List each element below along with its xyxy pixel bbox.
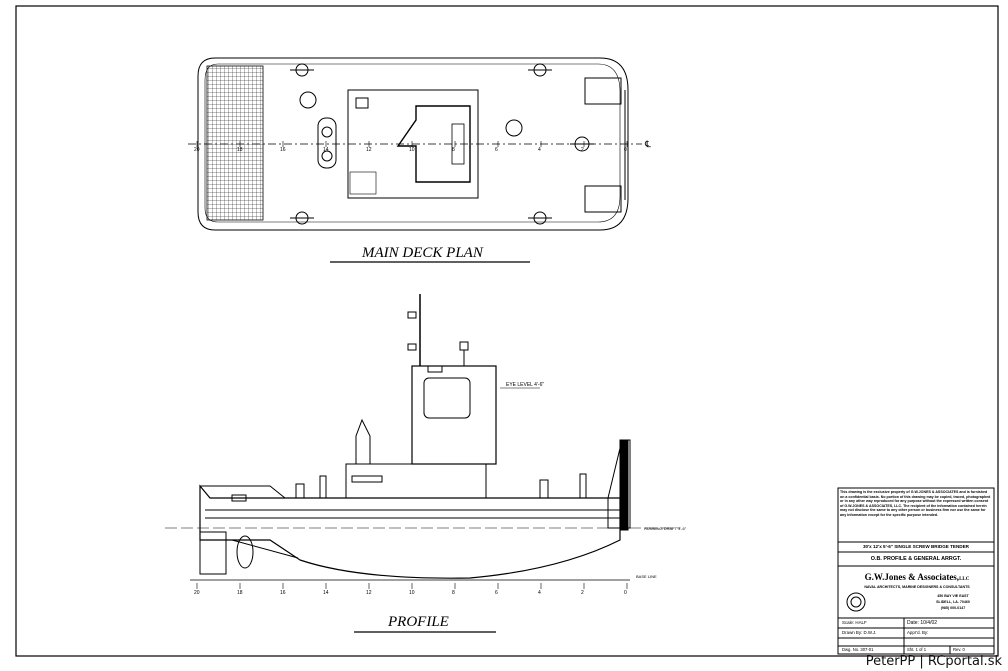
frame-tick-label: 14 bbox=[323, 590, 329, 596]
frame-tick-label: 10 bbox=[409, 147, 415, 153]
profile-title: PROFILE bbox=[387, 614, 449, 630]
approved-by-field: Appr'd. By: bbox=[907, 630, 929, 635]
frame-tick-label: 10 bbox=[409, 590, 415, 596]
address-line-2: SLIDELL, LA. 70460 bbox=[936, 600, 970, 604]
frame-tick-label: 20 bbox=[194, 590, 200, 596]
frame-tick-label: 16 bbox=[280, 590, 286, 596]
exhaust-stack bbox=[355, 418, 371, 465]
drawn-by-field: Drawn By: D.W.J. bbox=[842, 630, 877, 635]
frame-tick-label: 0 bbox=[624, 147, 627, 153]
frame-tick-label: 6 bbox=[495, 147, 498, 153]
company-logo bbox=[846, 592, 866, 612]
sheet-border bbox=[15, 5, 999, 657]
frame-tick-label: 16 bbox=[280, 147, 286, 153]
company-name-main: G.W.Jones & Associates, bbox=[864, 572, 960, 582]
frame-tick-label: 6 bbox=[495, 590, 498, 596]
company-name-suffix: LLC bbox=[959, 577, 970, 582]
running-draft-note: RUNNING DRAFT 3'-6" bbox=[644, 526, 687, 531]
company-name: G.W.Jones & Associates,LLC bbox=[842, 572, 992, 582]
wheelhouse-plan bbox=[396, 105, 471, 183]
rev-field: Rev. 0 bbox=[953, 647, 965, 652]
scale-field: Scale: HALF bbox=[842, 620, 867, 625]
profile-view bbox=[165, 294, 680, 581]
frame-tick-label: 4 bbox=[538, 147, 541, 153]
plan-bitts bbox=[290, 63, 594, 225]
base-line-note: BASE LINE bbox=[636, 574, 657, 579]
vessel-description: 30'x 12'x 5'-6" SINGLE SCREW BRIDGE TEND… bbox=[862, 544, 970, 549]
frame-tick-label: 0 bbox=[624, 590, 627, 596]
frame-tick-label: 8 bbox=[452, 590, 455, 596]
date-field: Date: 10/4/02 bbox=[907, 620, 938, 626]
frame-tick-label: 4 bbox=[538, 590, 541, 596]
sheet-field: Sht. 1 of 1 bbox=[907, 647, 927, 652]
company-subtitle: NAVAL ARCHITECTS, MARINE DESIGNERS & CON… bbox=[864, 585, 970, 589]
frame-tick-label: 12 bbox=[366, 590, 372, 596]
frame-tick-label: 2 bbox=[581, 147, 584, 153]
drawing-title: O.B. PROFILE & GENERAL ARRGT. bbox=[870, 556, 962, 562]
frame-tick-label: 8 bbox=[452, 147, 455, 153]
notice-text: This drawing is the exclusive property o… bbox=[840, 490, 991, 517]
plan-title: MAIN DECK PLAN bbox=[361, 245, 484, 261]
wheelhouse-profile bbox=[411, 365, 497, 465]
title-block bbox=[837, 487, 995, 655]
frame-tick-label: 20 bbox=[194, 147, 200, 153]
frame-tick-label: 18 bbox=[237, 590, 243, 596]
engine-house-profile bbox=[345, 463, 487, 499]
nozzle bbox=[199, 531, 227, 575]
phone: (985) 000-0147 bbox=[940, 606, 966, 610]
plan-hull-outline bbox=[197, 57, 629, 231]
profile-hull bbox=[199, 484, 621, 579]
stern-grating bbox=[206, 65, 264, 221]
eye-level-note: EYE LEVEL 4'-6" bbox=[506, 382, 544, 388]
address-line-1: 450 BAY VIE EAST bbox=[937, 594, 969, 598]
dwg-no-field: Dwg. No. 307-01 bbox=[842, 647, 874, 652]
watermark: PeterPP | RCportal.sk bbox=[865, 654, 1002, 669]
frame-tick-label: 12 bbox=[366, 147, 372, 153]
frame-tick-label: 14 bbox=[323, 147, 329, 153]
frame-tick-label: 2 bbox=[581, 590, 584, 596]
frame-tick-label: 18 bbox=[237, 147, 243, 153]
centerline-symbol: ℄ bbox=[644, 139, 651, 149]
main-deck-plan bbox=[188, 57, 642, 231]
